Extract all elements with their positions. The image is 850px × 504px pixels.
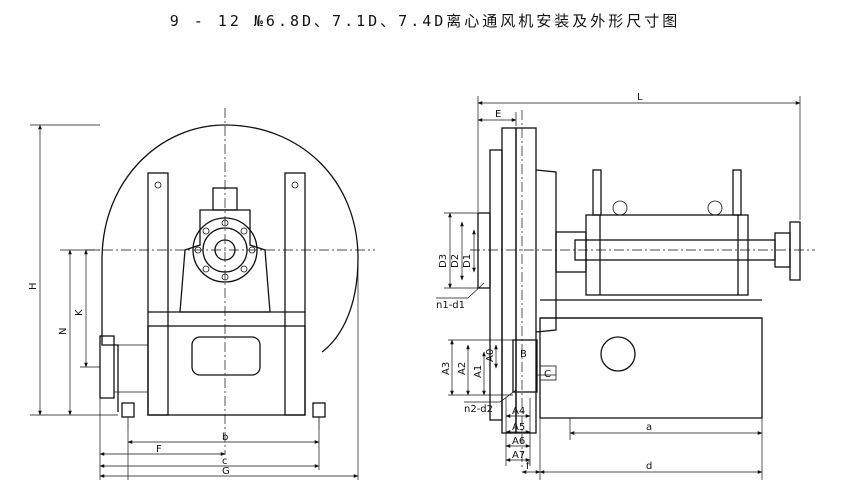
motor-mount-bracket xyxy=(512,339,538,393)
side-view: L E D3 D2 D1 n1-d1 A3 A2 A1 A0 B C xyxy=(436,92,815,480)
dim-B: B xyxy=(520,349,527,360)
casing-front-plate xyxy=(489,149,503,421)
anchor-bolt-right xyxy=(312,402,326,418)
dim-A6: A6 xyxy=(512,436,525,447)
right-support-column xyxy=(284,172,306,416)
dim-H: H xyxy=(28,282,39,290)
dim-D2: D2 xyxy=(450,254,461,268)
dim-N: N xyxy=(58,328,69,335)
inlet-flange xyxy=(477,212,491,289)
anchor-bolt-left xyxy=(121,402,135,418)
label-n1-d1: n1-d1 xyxy=(436,300,465,311)
pulley-flange xyxy=(789,221,801,281)
casing-back xyxy=(535,169,557,333)
dim-A5: A5 xyxy=(512,422,525,433)
base-frame-side xyxy=(539,317,763,419)
dim-K: K xyxy=(74,309,85,316)
base-frame xyxy=(147,325,306,416)
shaft-coupling xyxy=(555,231,587,273)
dim-A0: A0 xyxy=(485,349,496,362)
dim-F: F xyxy=(156,444,162,455)
page-title: 9 - 12 №6.8D、7.1D、7.4D离心通风机安装及外形尺寸图 xyxy=(169,12,681,30)
impeller-disc xyxy=(501,127,517,434)
dim-f: f xyxy=(526,461,530,472)
front-view: H N K b F c G xyxy=(28,108,375,480)
dim-c: c xyxy=(222,456,228,467)
dim-E: E xyxy=(495,109,501,120)
dim-A2: A2 xyxy=(457,362,468,375)
label-n2-d2: n2-d2 xyxy=(464,404,493,415)
dim-a: a xyxy=(646,422,652,433)
dim-A1: A1 xyxy=(473,365,484,378)
dim-D3: D3 xyxy=(438,254,449,268)
dim-b: b xyxy=(222,432,228,443)
dim-A7: A7 xyxy=(512,450,525,461)
casing-width xyxy=(515,127,537,434)
dim-A4: A4 xyxy=(512,406,525,417)
bearing-housing xyxy=(179,209,271,313)
bearing-box xyxy=(585,214,749,296)
dim-L: L xyxy=(637,92,643,103)
dim-A3: A3 xyxy=(441,362,452,375)
dim-D1: D1 xyxy=(462,254,473,268)
left-support-column xyxy=(147,172,169,416)
base-window xyxy=(191,336,261,376)
volute-casing xyxy=(101,124,359,412)
dim-G: G xyxy=(222,466,230,477)
base-hole xyxy=(600,336,636,372)
dim-d: d xyxy=(646,461,652,472)
dim-C: C xyxy=(544,369,551,380)
